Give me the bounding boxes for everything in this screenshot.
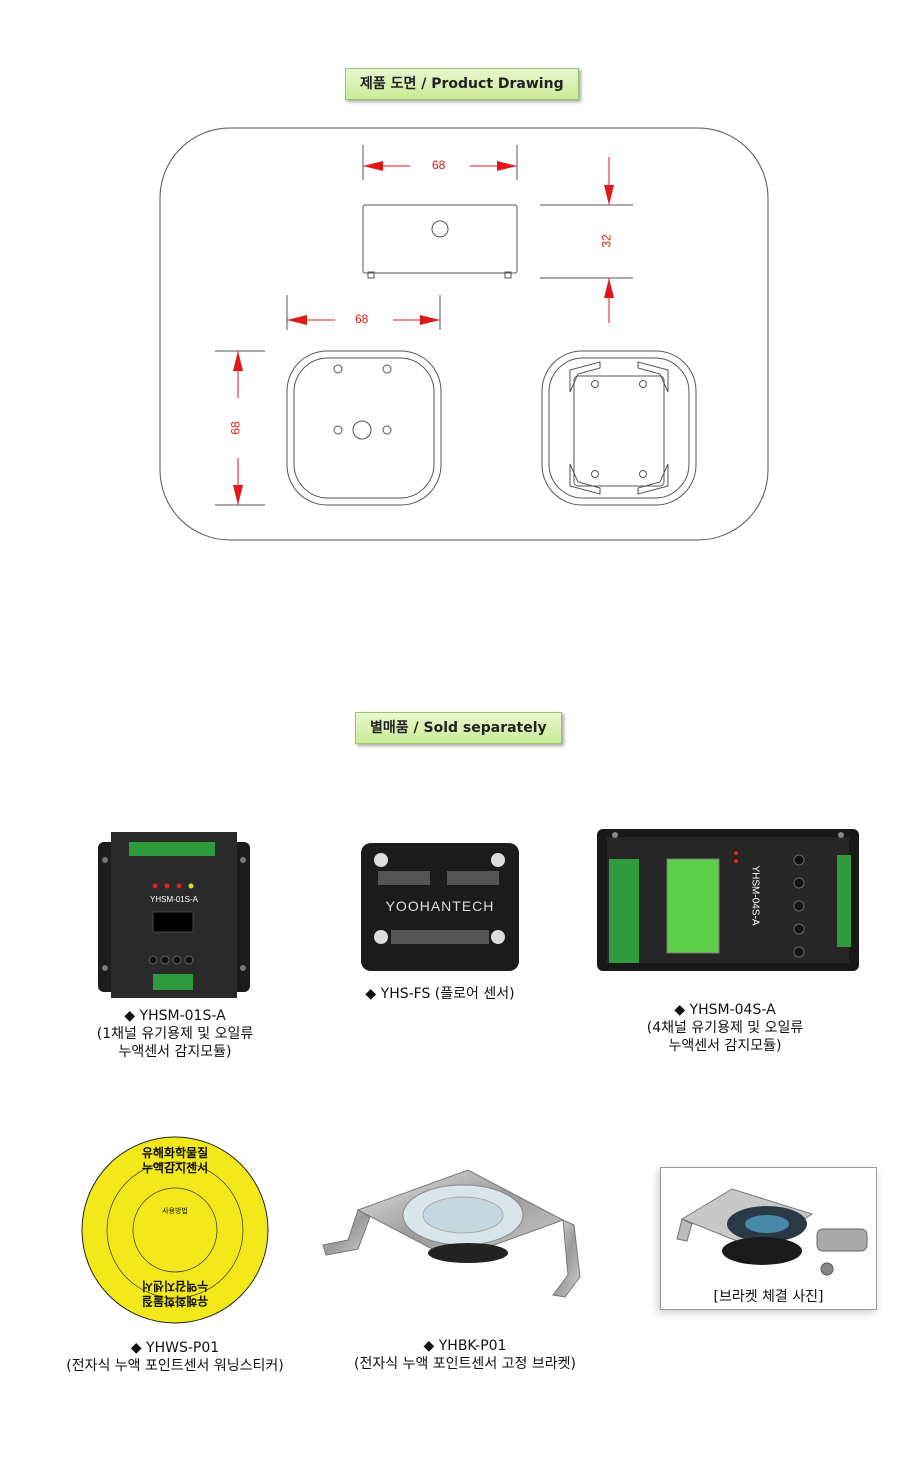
- product-model: ◆ YHSM-04S-A: [674, 1002, 776, 1018]
- product-drawing: [159, 127, 769, 541]
- yhs-fs-caption: ◆ YHS-FS (플로어 센서): [330, 985, 550, 1003]
- sticker-center-text: 사용방법: [162, 1207, 188, 1215]
- product-desc: (전자식 누액 포인트센서 워닝스티커): [66, 1358, 284, 1374]
- sticker-top-text: 유해화학물질 누액감지센서: [80, 1146, 270, 1176]
- sticker-bottom-line1: 유해화학물질: [141, 1294, 209, 1308]
- sticker-top-line2: 누액감지센서: [141, 1161, 209, 1175]
- yhws-p01-sticker-image: [81, 1136, 269, 1324]
- product-desc: (전자식 누액 포인트센서 고정 브라켓): [354, 1356, 576, 1372]
- yhbk-p01-caption: ◆ YHBK-P01 (전자식 누액 포인트센서 고정 브라켓): [320, 1337, 610, 1373]
- product-model: ◆ YHS-FS (플로어 센서): [365, 986, 515, 1002]
- yhsm-04s-a-device-label: YHSM-04S-A: [749, 865, 761, 926]
- yhsm-01s-a-caption: ◆ YHSM-01S-A (1채널 유기용제 및 오일류 누액센서 감지모듈): [50, 1007, 300, 1061]
- sticker-top-line1: 유해화학물질: [141, 1146, 209, 1160]
- product-model: ◆ YHBK-P01: [423, 1338, 507, 1354]
- yhs-fs-image: [361, 843, 519, 971]
- yhbk-p01-bracket-image: [322, 1169, 581, 1298]
- bracket-photo: [676, 1188, 868, 1276]
- yhws-p01-caption: ◆ YHWS-P01 (전자식 누액 포인트센서 워닝스티커): [30, 1339, 320, 1375]
- product-model: ◆ YHSM-01S-A: [124, 1008, 226, 1024]
- sticker-bottom-line2: 누액감지센서: [141, 1279, 209, 1293]
- yhs-fs-device-label: YOOHANTECH: [385, 898, 495, 914]
- dim-left-height-label: 68: [228, 421, 243, 435]
- yhsm-01s-a-device-label: YHSM-01S-A: [150, 895, 199, 904]
- product-drawing-heading: 제품 도면 / Product Drawing: [345, 68, 579, 100]
- yhsm-04s-a-image: [597, 829, 859, 971]
- dim-top-width-label: 68: [432, 158, 446, 172]
- product-desc: 누액센서 감지모듈): [118, 1044, 232, 1060]
- yhsm-04s-a-caption: ◆ YHSM-04S-A (4채널 유기용제 및 오일류 누액센서 감지모듈): [600, 1001, 850, 1055]
- bracket-photo-frame: [브라켓 체결 사진]: [660, 1167, 877, 1310]
- product-desc: (1채널 유기용제 및 오일류: [96, 1026, 254, 1042]
- yhsm-01s-a-image: [98, 832, 250, 998]
- dim-top-height-label: 32: [599, 234, 614, 248]
- product-desc: (4채널 유기용제 및 오일류: [646, 1020, 804, 1036]
- product-desc: 누액센서 감지모듈): [668, 1038, 782, 1054]
- product-model: ◆ YHWS-P01: [130, 1340, 220, 1356]
- sold-separately-heading: 별매품 / Sold separately: [355, 712, 562, 744]
- bracket-photo-caption: [브라켓 체결 사진]: [713, 1289, 824, 1305]
- sticker-bottom-text: 유해화학물질 누액감지센서: [80, 1278, 270, 1308]
- dim-mid-width-label: 68: [355, 312, 369, 326]
